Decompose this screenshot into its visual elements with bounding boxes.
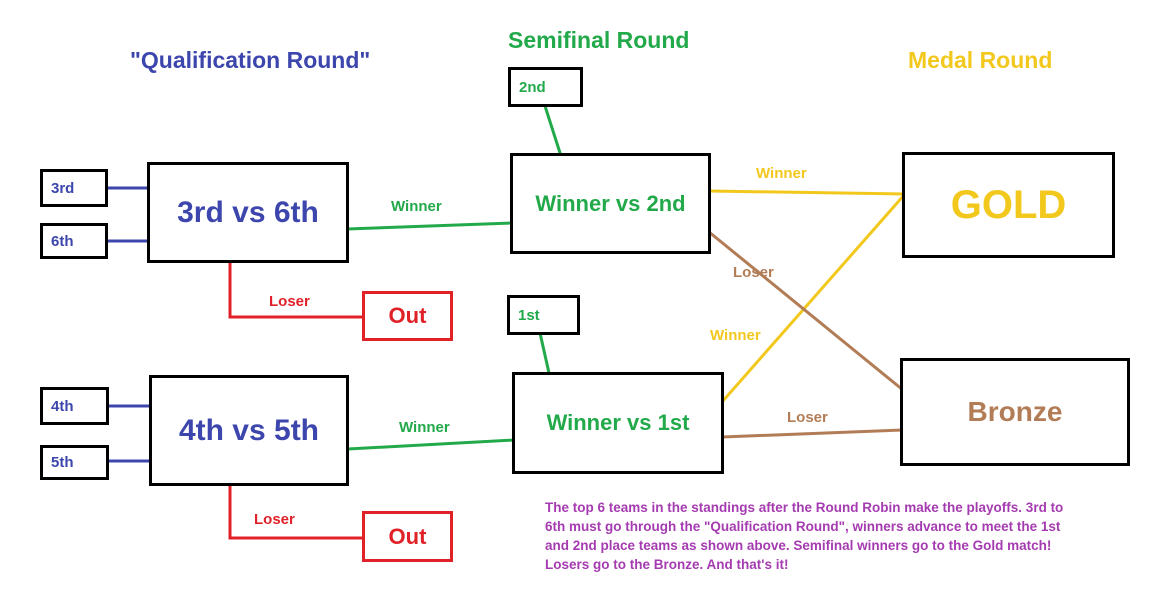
seed-box-1st: 1st [507, 295, 580, 335]
out-label-top: Out [388, 303, 427, 328]
connector-semi-top-winner [708, 189, 906, 196]
connector-semi-top-loser [708, 230, 904, 392]
match-winner-vs-1st: Winner vs 1st [512, 372, 724, 474]
match-4th-vs-5th: 4th vs 5th [149, 375, 349, 486]
seed-label-6th: 6th [51, 232, 74, 250]
label-loser-semi-bottom: Loser [787, 409, 828, 426]
qualification-round-title: "Qualification Round" [130, 47, 371, 73]
match-3rd-vs-6th: 3rd vs 6th [147, 162, 349, 263]
seed-box-3rd: 3rd [40, 169, 108, 207]
gold-medal-label: GOLD [950, 182, 1067, 227]
medal-round-title: Medal Round [908, 47, 1053, 73]
label-winner-qual-bottom: Winner [399, 419, 450, 436]
label-loser-qual-top: Loser [269, 293, 310, 310]
seed-box-4th: 4th [40, 387, 109, 425]
semifinal-round-title: Semifinal Round [508, 27, 690, 53]
connector-semi-bottom-loser [721, 428, 904, 439]
out-label-bottom: Out [388, 523, 427, 549]
match-winner-vs-2nd: Winner vs 2nd [510, 153, 711, 254]
connector-2nd [543, 105, 563, 157]
match-label-3rd-vs-6th: 3rd vs 6th [177, 195, 319, 229]
connector-winner-bottom [347, 438, 515, 451]
label-winner-semi-bottom: Winner [710, 327, 761, 344]
out-box-top: Out [362, 291, 453, 341]
seed-box-5th: 5th [40, 445, 109, 480]
seed-label-3rd: 3rd [51, 179, 75, 197]
playoff-explanation-note: The top 6 teams in the standings after t… [545, 500, 1064, 572]
connector-semi-bottom-winner [720, 193, 907, 403]
connector-loser-top [228, 262, 362, 319]
seed-label-4th: 4th [51, 397, 74, 415]
label-winner-qual-top: Winner [391, 198, 442, 215]
match-label-winner-vs-2nd: Winner vs 2nd [535, 190, 686, 216]
bronze-medal-label: Bronze [967, 396, 1063, 427]
match-label-4th-vs-5th: 4th vs 5th [178, 413, 320, 447]
seed-label-5th: 5th [51, 454, 74, 471]
seed-box-2nd: 2nd [508, 67, 583, 107]
label-loser-semi-top: Loser [733, 264, 774, 281]
match-label-winner-vs-1st: Winner vs 1st [546, 410, 690, 435]
seed-label-2nd: 2nd [519, 78, 546, 96]
bronze-medal-box: Bronze [900, 358, 1130, 466]
seed-label-1st: 1st [518, 306, 540, 324]
out-box-bottom: Out [362, 511, 453, 562]
label-loser-qual-bottom: Loser [254, 511, 295, 528]
connector-winner-top [346, 221, 513, 231]
label-winner-semi-top: Winner [756, 165, 807, 182]
connector-1st [538, 332, 551, 374]
connector-loser-bottom [228, 485, 362, 540]
seed-box-6th: 6th [40, 223, 108, 259]
gold-medal-box: GOLD [902, 152, 1115, 258]
